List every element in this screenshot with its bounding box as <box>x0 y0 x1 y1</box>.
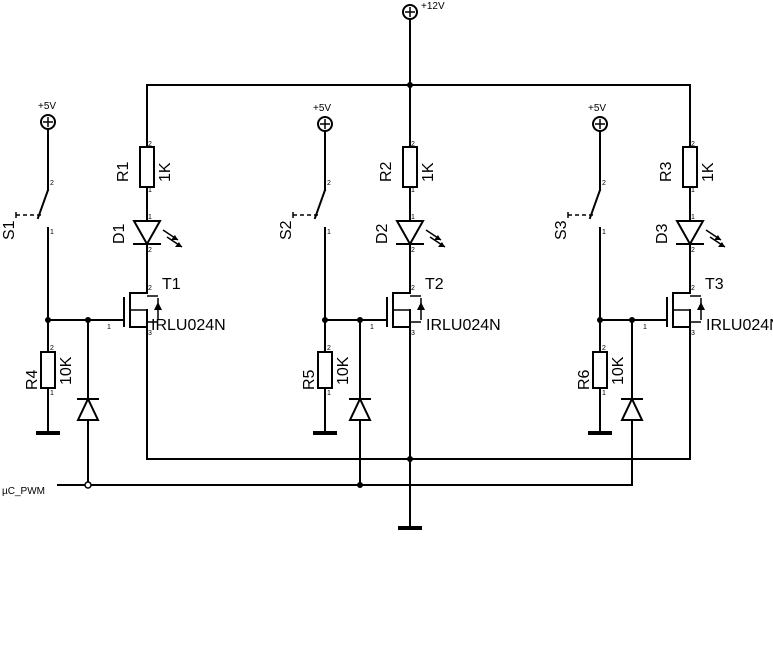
svg-text:1: 1 <box>691 214 695 221</box>
pwm-label: µC_PWM <box>2 486 45 497</box>
switch-s3: +5V 2 1 S3 <box>553 103 608 321</box>
s2-supply: +5V <box>313 103 331 114</box>
d1-label: D1 <box>111 223 128 244</box>
r4-label: R4 <box>24 369 41 390</box>
r2-value: 1K <box>420 162 437 182</box>
svg-text:2: 2 <box>50 345 54 352</box>
r2-label: R2 <box>378 161 395 182</box>
resistor-r4 <box>40 351 56 389</box>
mosfet-t3: 2 3 1 T3 IRLU024N <box>643 276 773 337</box>
svg-text:2: 2 <box>411 141 415 148</box>
channel-2: 2 1 R2 1K 1 2 D2 2 3 1 T2 IRLU024N <box>278 84 501 488</box>
switch-s1: +5V 2 1 S1 <box>1 101 56 321</box>
supply-12v-label: +12V <box>421 1 445 12</box>
mosfet-t1: 2 3 1 T1 IRLU024N <box>107 276 226 337</box>
resistor-r1 <box>139 146 155 188</box>
svg-text:2: 2 <box>411 247 415 254</box>
s1-supply: +5V <box>38 101 56 112</box>
svg-text:2: 2 <box>602 180 606 187</box>
svg-text:1: 1 <box>148 187 152 194</box>
svg-text:3: 3 <box>148 330 152 337</box>
d2-label: D2 <box>374 223 391 244</box>
svg-text:1: 1 <box>327 390 331 397</box>
mosfet-t2: 2 3 1 T2 IRLU024N <box>370 276 501 337</box>
svg-text:1: 1 <box>643 324 647 331</box>
t3-part: IRLU024N <box>706 317 773 334</box>
channel-1: 2 1 R1 1K 1 2 D1 2 3 1 T1 IRLU024N <box>1 84 226 489</box>
svg-text:2: 2 <box>148 247 152 254</box>
svg-text:1: 1 <box>602 229 606 236</box>
led-d3 <box>675 220 705 247</box>
t2-part: IRLU024N <box>426 317 501 334</box>
svg-text:2: 2 <box>148 285 152 292</box>
svg-text:1: 1 <box>107 324 111 331</box>
svg-text:3: 3 <box>411 330 415 337</box>
resistor-r3 <box>682 146 698 188</box>
led-d2 <box>395 220 425 247</box>
svg-text:3: 3 <box>691 330 695 337</box>
svg-text:1: 1 <box>602 390 606 397</box>
r3-label: R3 <box>658 161 675 182</box>
r1-label: R1 <box>115 161 132 182</box>
r1-value: 1K <box>157 162 174 182</box>
resistor-r6 <box>592 351 608 389</box>
supply-12v: +12V <box>402 1 445 20</box>
svg-text:1: 1 <box>148 214 152 221</box>
svg-text:1: 1 <box>370 324 374 331</box>
channel-3: 2 1 R3 1K 1 2 D3 2 3 1 T3 IRLU024N <box>553 84 773 486</box>
t3-label: T3 <box>705 276 724 293</box>
r5-label: R5 <box>301 369 318 390</box>
s3-label: S3 <box>553 220 570 240</box>
r5-value: 10K <box>335 356 352 385</box>
svg-text:1: 1 <box>691 187 695 194</box>
diode-ch1 <box>76 396 100 421</box>
svg-text:2: 2 <box>691 247 695 254</box>
svg-text:2: 2 <box>411 285 415 292</box>
svg-text:2: 2 <box>691 285 695 292</box>
d3-label: D3 <box>654 223 671 244</box>
diode-ch2 <box>348 396 372 421</box>
svg-text:2: 2 <box>691 141 695 148</box>
resistor-r2 <box>402 146 418 188</box>
svg-text:2: 2 <box>602 345 606 352</box>
switch-s2: +5V 2 1 S2 <box>278 103 333 321</box>
led-d1 <box>132 220 162 247</box>
r3-value: 1K <box>700 162 717 182</box>
svg-text:2: 2 <box>327 345 331 352</box>
t1-label: T1 <box>162 276 181 293</box>
r4-value: 10K <box>58 356 75 385</box>
svg-text:1: 1 <box>50 229 54 236</box>
resistor-r5 <box>317 351 333 389</box>
s2-label: S2 <box>278 220 295 240</box>
diode-ch3 <box>620 396 644 421</box>
s3-supply: +5V <box>588 103 606 114</box>
svg-text:2: 2 <box>50 180 54 187</box>
svg-text:1: 1 <box>411 214 415 221</box>
t1-part: IRLU024N <box>151 317 226 334</box>
svg-text:2: 2 <box>148 141 152 148</box>
r6-value: 10K <box>610 356 627 385</box>
s1-label: S1 <box>1 220 18 240</box>
svg-text:1: 1 <box>50 390 54 397</box>
r6-label: R6 <box>576 369 593 390</box>
t2-label: T2 <box>425 276 444 293</box>
svg-text:2: 2 <box>327 180 331 187</box>
svg-text:1: 1 <box>411 187 415 194</box>
svg-text:1: 1 <box>327 229 331 236</box>
